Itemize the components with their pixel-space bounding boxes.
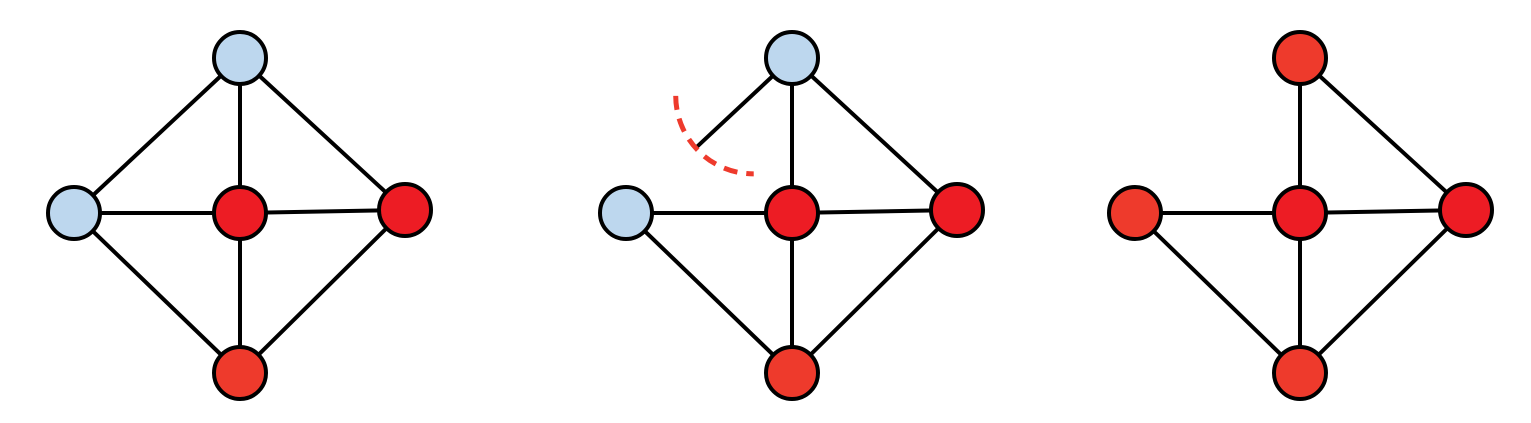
graph-3-edge-left-bottom bbox=[1133, 211, 1302, 375]
graph-3-node-top bbox=[1272, 30, 1328, 86]
graph-1-edge-top-left bbox=[72, 56, 242, 215]
graph-3-node-bottom bbox=[1272, 345, 1328, 401]
nodes-layer bbox=[46, 30, 1494, 401]
graph-1-node-right bbox=[377, 182, 433, 238]
graph-2-edge-top-right bbox=[790, 56, 959, 212]
graph-1-node-bottom bbox=[212, 345, 268, 401]
graph-2-node-center bbox=[764, 185, 820, 241]
graph-1-edge-right-bottom bbox=[238, 208, 407, 375]
graph-1-edge-top-right bbox=[238, 56, 407, 212]
graph-2-node-top bbox=[764, 30, 820, 86]
graph-1-node-left bbox=[46, 185, 102, 241]
graph-2-node-bottom bbox=[764, 345, 820, 401]
graph-2-node-right bbox=[929, 182, 985, 238]
graph-2-edge-right-bottom bbox=[790, 208, 959, 375]
graph-3-node-left bbox=[1107, 185, 1163, 241]
cut-markers-layer bbox=[673, 95, 754, 177]
graph-2-edge-left-bottom bbox=[624, 211, 794, 375]
graph-3-edge-right-bottom bbox=[1298, 208, 1468, 375]
graph-3-edge-top-right bbox=[1298, 56, 1468, 212]
graph-1-node-center bbox=[212, 185, 268, 241]
graph-3-node-center bbox=[1272, 185, 1328, 241]
graph-2-cut-marker-top-left bbox=[673, 95, 754, 177]
graph-1-node-top bbox=[212, 30, 268, 86]
graph-2-node-left bbox=[598, 185, 654, 241]
graph-1-edge-left-bottom bbox=[72, 211, 242, 375]
graph-3-node-right bbox=[1438, 182, 1494, 238]
